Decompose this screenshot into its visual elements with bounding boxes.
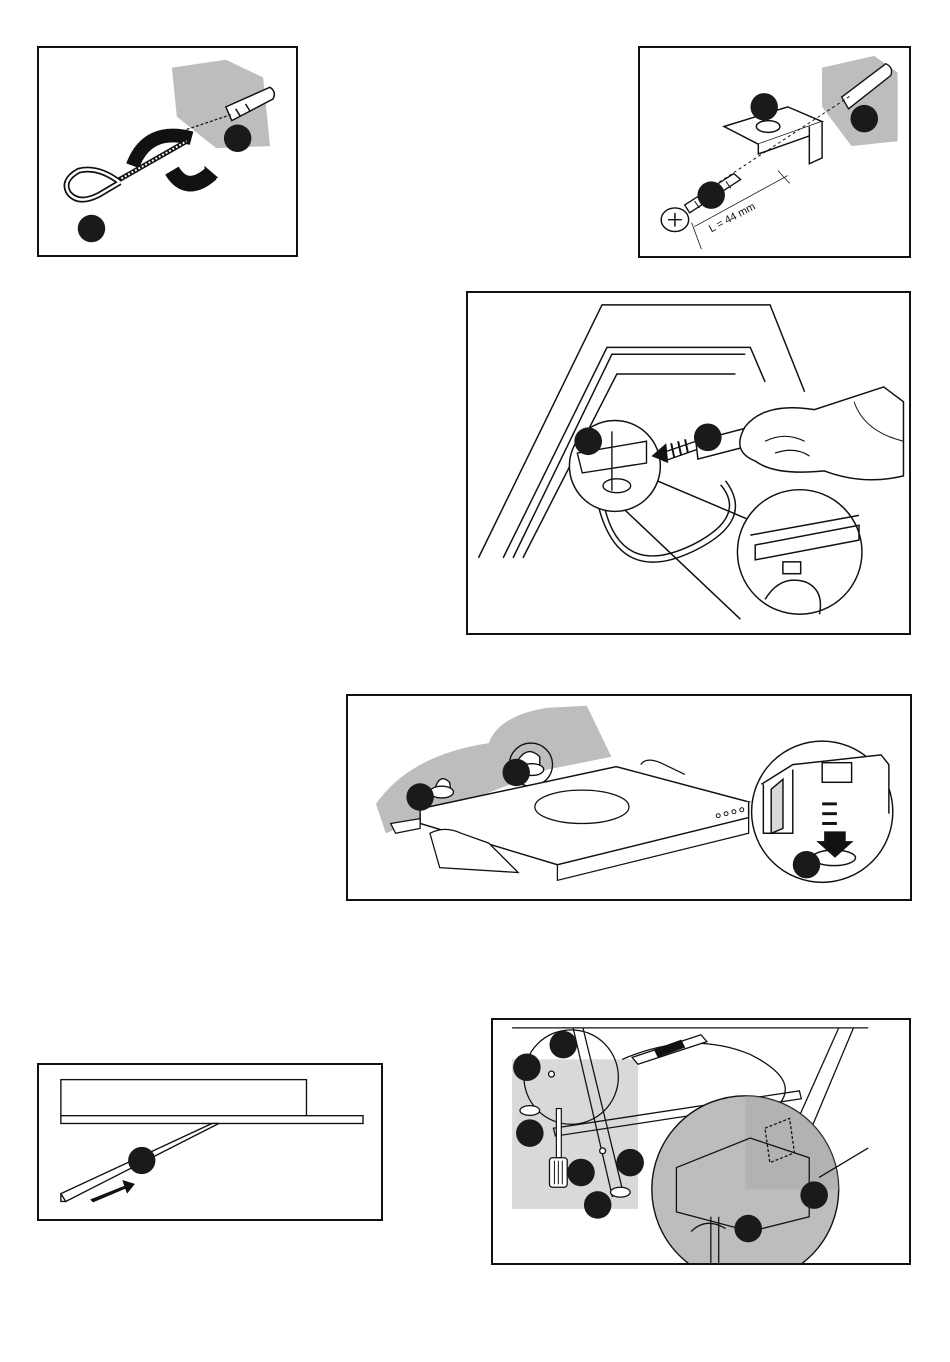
- figure-bracket-slide-in: [466, 291, 911, 635]
- callout-marker: [750, 93, 777, 120]
- figure-screw-fixing: [491, 1018, 911, 1265]
- callout-marker: [549, 1031, 577, 1059]
- callout-marker: [224, 125, 251, 152]
- callout-marker: [513, 1053, 541, 1081]
- bracket-screw-illustration: L = 44 mm: [640, 48, 909, 256]
- callout-marker: [697, 181, 724, 208]
- callout-marker: [78, 215, 105, 242]
- callout-marker: [800, 1181, 828, 1209]
- callout-marker: [516, 1119, 544, 1147]
- figure-hook-wall-plug: [37, 46, 298, 257]
- callout-marker: [502, 759, 529, 786]
- figure-bracket-screw: L = 44 mm: [638, 46, 911, 258]
- figure-extension-slide: [37, 1063, 383, 1221]
- callout-marker: [128, 1147, 155, 1174]
- callout-marker: [694, 423, 722, 451]
- callout-marker: [584, 1191, 612, 1219]
- callout-marker: [616, 1149, 644, 1177]
- screw-fixing-illustration: [493, 1020, 909, 1263]
- hook-wall-plug-illustration: [39, 48, 296, 255]
- callout-marker: [793, 851, 820, 878]
- callout-marker: [851, 105, 878, 132]
- hood-hang-illustration: [348, 696, 910, 899]
- figure-hood-hang: [346, 694, 912, 901]
- bracket-slide-illustration: [468, 293, 909, 633]
- extension-slide-illustration: [39, 1065, 381, 1219]
- callout-marker: [567, 1159, 595, 1187]
- callout-marker: [406, 783, 433, 810]
- callout-marker: [734, 1215, 762, 1243]
- callout-marker: [574, 427, 602, 455]
